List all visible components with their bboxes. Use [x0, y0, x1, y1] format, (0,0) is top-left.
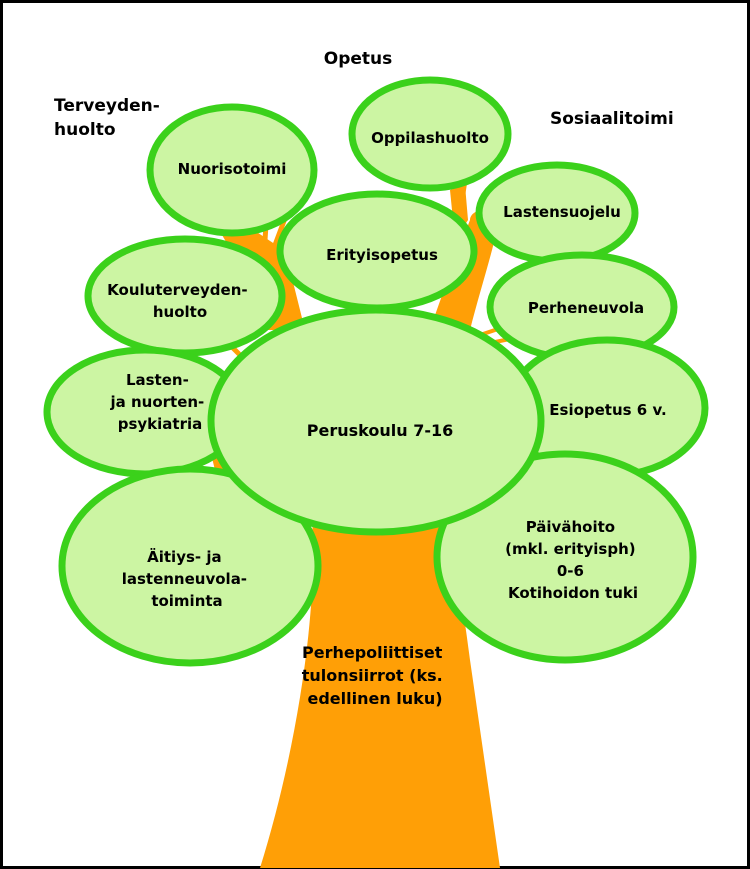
heading-opetus: Opetus: [324, 49, 393, 69]
trunk-label-line2: tulonsiirrot (ks.: [302, 666, 443, 685]
node-peruskoulu-label: Peruskoulu 7-16: [307, 421, 453, 440]
node-aitiysneuvola-line1: Äitiys- ja: [147, 547, 221, 566]
node-peruskoulu: Peruskoulu 7-16: [207, 306, 545, 536]
node-kouluterveydenhuolto-line2: huolto: [153, 303, 207, 321]
node-lasten-psykiatria-line2: ja nuorten-: [109, 393, 204, 411]
node-lasten-psykiatria: Lasten- ja nuorten- psykiatria: [43, 346, 247, 478]
heading-terveydenhuolto: Terveyden- huolto: [54, 96, 166, 140]
node-paivahoito-line4: Kotihoidon tuki: [508, 584, 638, 602]
node-lasten-psykiatria-label: Lasten- ja nuorten- psykiatria: [109, 371, 209, 433]
node-aitiysneuvola-label: Äitiys- ja lastenneuvola- toiminta: [122, 547, 253, 610]
node-paivahoito-label: Päivähoito (mkl. erityisph) 0-6 Kotihoid…: [505, 518, 641, 602]
node-paivahoito-line2: (mkl. erityisph): [505, 540, 636, 558]
node-lastensuojelu: Lastensuojelu: [475, 161, 639, 265]
node-perheneuvola-label: Perheneuvola: [528, 299, 644, 317]
node-lasten-psykiatria-line1: Lasten-: [126, 371, 189, 389]
node-lastensuojelu-label: Lastensuojelu: [503, 203, 621, 221]
heading-terveydenhuolto-line1: Terveyden-: [54, 96, 160, 116]
node-kouluterveydenhuolto-line1: Kouluterveyden-: [107, 281, 247, 299]
node-lasten-psykiatria-line3: psykiatria: [118, 415, 203, 433]
trunk-label-line1: Perhepoliittiset: [302, 643, 443, 662]
node-paivahoito-line3: 0-6: [557, 562, 584, 580]
node-aitiysneuvola-line2: lastenneuvola-: [122, 570, 247, 588]
node-aitiysneuvola-line3: toiminta: [151, 592, 222, 610]
node-paivahoito: Päivähoito (mkl. erityisph) 0-6 Kotihoid…: [433, 450, 697, 664]
trunk-label: Perhepoliittiset tulonsiirrot (ks. edell…: [302, 643, 449, 708]
node-aitiysneuvola: Äitiys- ja lastenneuvola- toiminta: [58, 465, 322, 667]
node-paivahoito-line1: Päivähoito: [526, 518, 615, 536]
node-esiopetus-label: Esiopetus 6 v.: [549, 401, 666, 419]
trunk-label-line3: edellinen luku): [307, 689, 442, 708]
node-kouluterveydenhuolto: Kouluterveyden- huolto: [84, 235, 286, 357]
node-nuorisotoimi-label: Nuorisotoimi: [178, 160, 287, 178]
node-oppilashuolto: Oppilashuolto: [348, 76, 512, 192]
node-erityisopetus-label: Erityisopetus: [326, 246, 438, 264]
node-oppilashuolto-label: Oppilashuolto: [371, 129, 489, 147]
heading-sosiaalitoimi: Sosiaalitoimi: [550, 109, 674, 129]
node-nuorisotoimi: Nuorisotoimi: [146, 103, 318, 237]
heading-terveydenhuolto-line2: huolto: [54, 120, 116, 140]
node-kouluterveydenhuolto-label: Kouluterveyden- huolto: [107, 281, 253, 321]
node-erityisopetus: Erityisopetus: [276, 190, 478, 312]
